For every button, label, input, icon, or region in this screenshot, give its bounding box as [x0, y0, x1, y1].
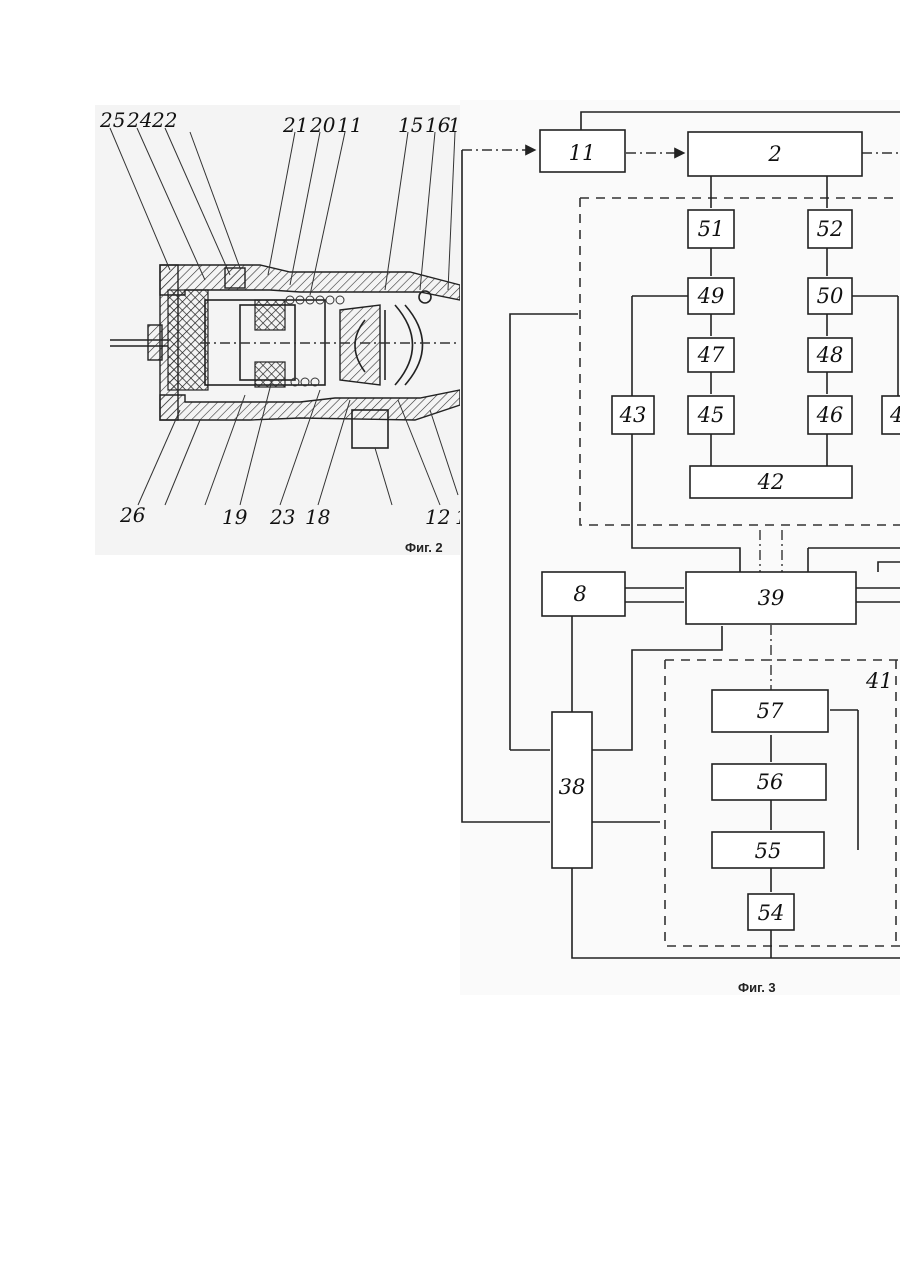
- block-47: 47: [688, 338, 734, 372]
- figure-3: 11 2 51 52 49 50 47 48: [460, 100, 900, 995]
- block-42: 42: [690, 466, 852, 498]
- block-57: 57: [712, 690, 828, 732]
- block-44-label: 44: [889, 403, 900, 427]
- block-38: 38: [552, 712, 592, 868]
- callout-21: 21: [282, 113, 308, 137]
- block-50-label: 50: [817, 284, 844, 308]
- callout-26: 26: [119, 503, 146, 527]
- block-56-label: 56: [757, 770, 784, 794]
- callout-20: 20: [309, 113, 336, 137]
- figure-2: 25 24 22 21 20 11 15 16 14 26 19 23 18 1…: [95, 105, 481, 555]
- callout-19: 19: [222, 505, 248, 529]
- block-39: 39: [686, 572, 856, 624]
- block-55: 55: [712, 832, 824, 868]
- group-41-label: 41: [865, 669, 893, 693]
- block-38-label: 38: [559, 775, 586, 799]
- block-11: 11: [540, 130, 625, 172]
- block-52: 52: [808, 210, 852, 248]
- callout-12: 12: [425, 505, 450, 529]
- block-8-label: 8: [573, 582, 586, 606]
- callout-22: 22: [151, 108, 177, 132]
- block-46-label: 46: [816, 403, 844, 427]
- block-48: 48: [808, 338, 852, 372]
- block-42-label: 42: [757, 470, 785, 494]
- callout-11: 11: [337, 113, 362, 137]
- block-43-label: 43: [619, 403, 647, 427]
- block-46: 46: [808, 396, 852, 434]
- block-45-label: 45: [697, 403, 725, 427]
- block-11-label: 11: [569, 141, 596, 165]
- block-39-label: 39: [758, 586, 785, 610]
- block-56: 56: [712, 764, 826, 800]
- block-51: 51: [688, 210, 734, 248]
- callout-25: 25: [99, 108, 125, 132]
- block-55-label: 55: [755, 839, 782, 863]
- block-43: 43: [612, 396, 654, 434]
- block-47-label: 47: [697, 343, 725, 367]
- block-51-label: 51: [698, 217, 725, 241]
- block-8: 8: [542, 572, 625, 616]
- block-54-label: 54: [758, 901, 785, 925]
- fig3-caption: Фиг. 3: [738, 980, 776, 995]
- block-48-label: 48: [816, 343, 844, 367]
- block-54: 54: [748, 894, 794, 930]
- block-52-label: 52: [817, 217, 844, 241]
- block-45: 45: [688, 396, 734, 434]
- callout-23: 23: [269, 505, 295, 529]
- block-57-label: 57: [757, 699, 784, 723]
- block-49: 49: [688, 278, 734, 314]
- callout-24: 24: [126, 108, 152, 132]
- callout-16: 16: [425, 113, 451, 137]
- callout-18: 18: [305, 505, 330, 529]
- block-2: 2: [688, 132, 862, 176]
- fig2-caption: Фиг. 2: [405, 540, 443, 555]
- block-2-label: 2: [767, 142, 781, 166]
- block-50: 50: [808, 278, 852, 314]
- block-49-label: 49: [697, 284, 725, 308]
- callout-15: 15: [398, 113, 423, 137]
- block-44: 44: [882, 396, 900, 434]
